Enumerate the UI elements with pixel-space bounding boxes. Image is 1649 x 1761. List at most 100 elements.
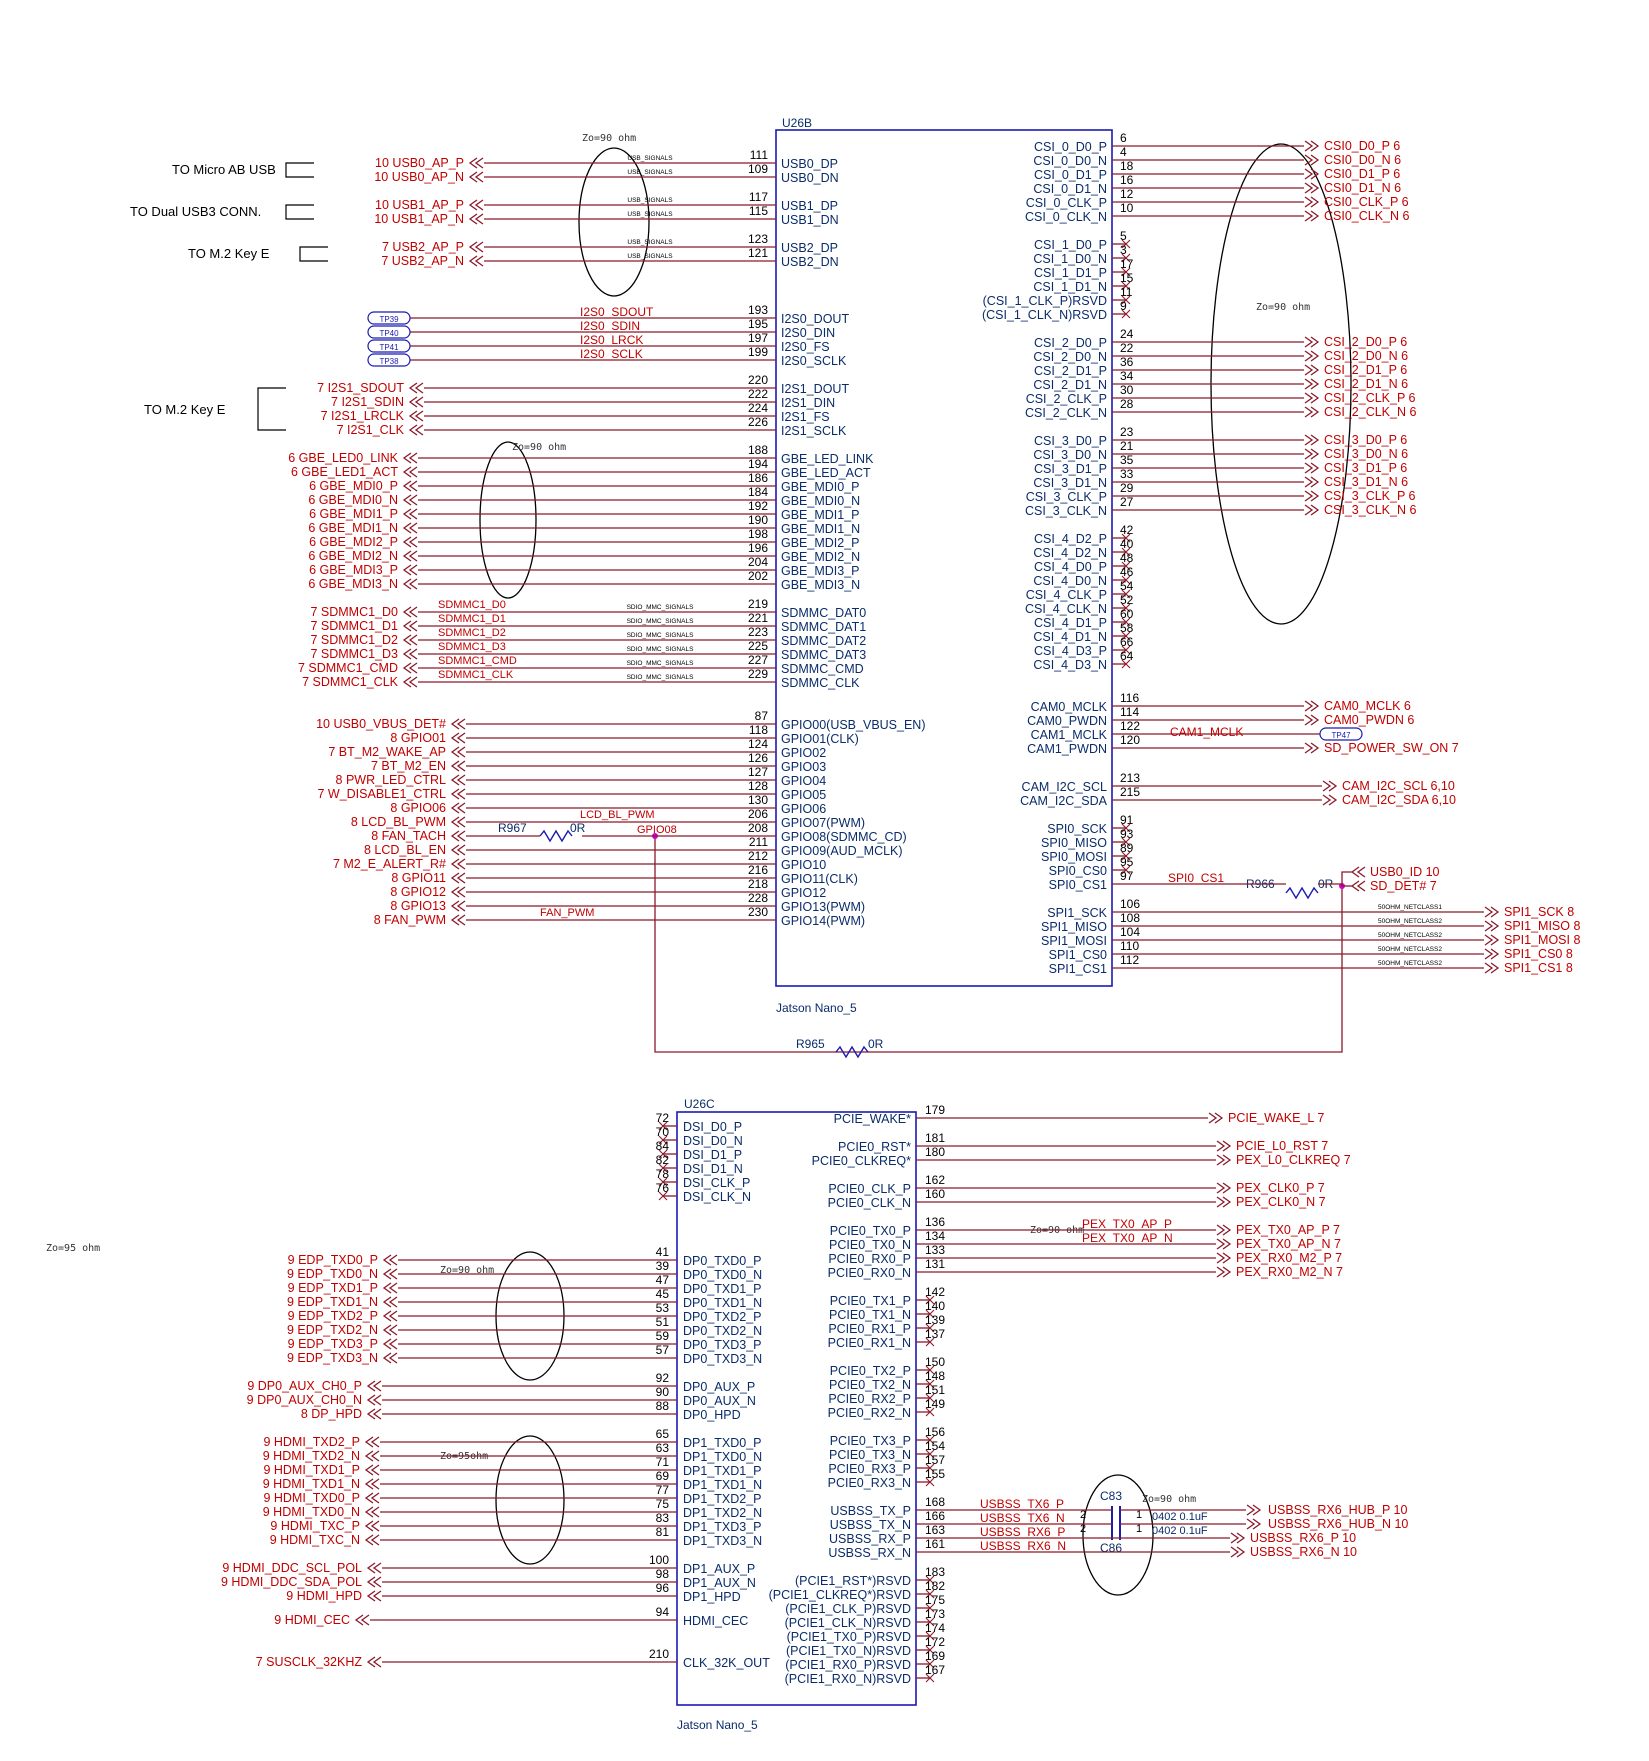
net-port[interactable] [450,830,466,842]
net-port[interactable] [1484,934,1500,946]
net-port[interactable] [408,396,424,408]
net-port[interactable] [402,564,418,576]
net-port[interactable] [1304,154,1320,166]
net-port[interactable] [450,900,466,912]
net-port[interactable] [402,480,418,492]
net-port[interactable] [402,606,418,618]
net-port[interactable] [402,452,418,464]
net-port[interactable] [382,1254,398,1266]
net-port[interactable] [1216,1196,1232,1208]
net-port[interactable] [1216,1140,1232,1152]
net-port[interactable] [1246,1504,1262,1516]
net-port[interactable] [366,1656,382,1668]
net-port[interactable] [1304,168,1320,180]
net-port[interactable] [366,1408,382,1420]
net-port[interactable] [1304,350,1320,362]
net-port[interactable] [1216,1238,1232,1250]
net-port[interactable] [1484,906,1500,918]
net-port[interactable] [1350,866,1366,878]
net-port[interactable] [382,1268,398,1280]
net-port[interactable] [450,886,466,898]
net-port[interactable] [468,255,484,267]
net-port[interactable] [1304,700,1320,712]
net-port[interactable] [1304,210,1320,222]
net-port[interactable] [450,802,466,814]
net-port[interactable] [402,620,418,632]
net-port[interactable] [402,494,418,506]
net-port[interactable] [408,410,424,422]
net-port[interactable] [450,732,466,744]
net-port[interactable] [402,522,418,534]
net-port[interactable] [402,508,418,520]
net-port[interactable] [402,676,418,688]
net-port[interactable] [468,199,484,211]
net-port[interactable] [468,213,484,225]
net-port[interactable] [1216,1252,1232,1264]
net-port[interactable] [1304,392,1320,404]
net-port[interactable] [450,760,466,772]
net-port[interactable] [450,816,466,828]
net-port[interactable] [364,1492,380,1504]
net-port[interactable] [1246,1518,1262,1530]
net-port[interactable] [382,1282,398,1294]
net-port[interactable] [1304,448,1320,460]
net-port[interactable] [468,157,484,169]
net-port[interactable] [1322,794,1338,806]
net-port[interactable] [1322,780,1338,792]
net-port[interactable] [366,1380,382,1392]
net-port[interactable] [402,662,418,674]
net-port[interactable] [402,466,418,478]
net-port[interactable] [1230,1532,1246,1544]
net-port[interactable] [450,788,466,800]
test-point[interactable] [367,325,411,339]
net-port[interactable] [366,1562,382,1574]
net-port[interactable] [1484,920,1500,932]
net-port[interactable] [1304,742,1320,754]
net-port[interactable] [1216,1224,1232,1236]
net-port[interactable] [402,634,418,646]
net-port[interactable] [450,746,466,758]
net-port[interactable] [1304,364,1320,376]
net-port[interactable] [1216,1266,1232,1278]
net-port[interactable] [354,1614,370,1626]
net-port[interactable] [366,1394,382,1406]
net-port[interactable] [1350,880,1366,892]
net-port[interactable] [1304,434,1320,446]
net-port[interactable] [382,1352,398,1364]
net-port[interactable] [364,1478,380,1490]
net-port[interactable] [402,578,418,590]
net-port[interactable] [450,844,466,856]
net-port[interactable] [1304,196,1320,208]
net-port[interactable] [402,648,418,660]
net-port[interactable] [1304,182,1320,194]
net-port[interactable] [450,914,466,926]
net-port[interactable] [1230,1546,1246,1558]
net-port[interactable] [382,1324,398,1336]
net-port[interactable] [364,1450,380,1462]
test-point[interactable] [1319,727,1363,741]
net-port[interactable] [364,1520,380,1532]
net-port[interactable] [1304,476,1320,488]
net-port[interactable] [364,1534,380,1546]
test-point[interactable] [367,353,411,367]
net-port[interactable] [1304,336,1320,348]
net-port[interactable] [450,872,466,884]
net-port[interactable] [364,1506,380,1518]
net-port[interactable] [1216,1154,1232,1166]
test-point[interactable] [367,311,411,325]
r966-symbol[interactable] [1285,886,1319,900]
net-port[interactable] [366,1576,382,1588]
net-port[interactable] [1304,504,1320,516]
r967-symbol[interactable] [539,829,573,843]
net-port[interactable] [408,424,424,436]
net-port[interactable] [382,1296,398,1308]
net-port[interactable] [366,1590,382,1602]
net-port[interactable] [1304,140,1320,152]
net-port[interactable] [1304,406,1320,418]
r965-symbol[interactable] [835,1045,869,1059]
net-port[interactable] [364,1436,380,1448]
net-port[interactable] [382,1338,398,1350]
net-port[interactable] [468,171,484,183]
u26c-body[interactable] [676,1111,917,1706]
u26b-body[interactable] [775,129,1113,987]
